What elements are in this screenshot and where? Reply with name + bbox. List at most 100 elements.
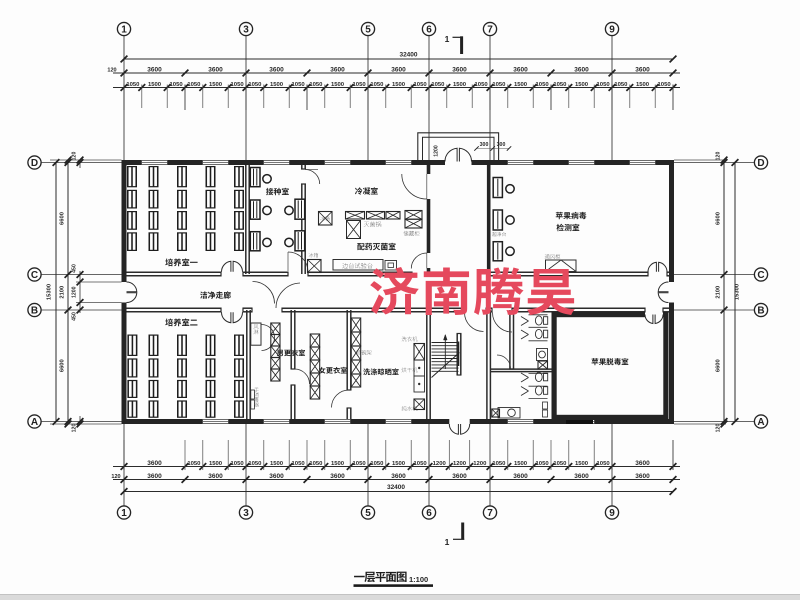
svg-text:1050: 1050 — [553, 461, 567, 467]
svg-text:1500: 1500 — [209, 82, 223, 88]
svg-text:6600: 6600 — [60, 359, 66, 372]
svg-text:15300: 15300 — [735, 284, 741, 300]
svg-text:1500: 1500 — [270, 82, 284, 88]
svg-text:1050: 1050 — [126, 82, 140, 88]
svg-text:1050: 1050 — [658, 82, 672, 88]
svg-text:C: C — [757, 270, 764, 281]
svg-text:1500: 1500 — [209, 461, 223, 467]
svg-text:15300: 15300 — [47, 284, 53, 300]
svg-text:1050: 1050 — [248, 461, 262, 467]
svg-text:3600: 3600 — [635, 473, 650, 480]
svg-text:120: 120 — [716, 424, 722, 433]
svg-text:1: 1 — [121, 25, 127, 36]
svg-text:1050: 1050 — [536, 461, 550, 467]
svg-text:1500: 1500 — [392, 82, 406, 88]
svg-text:1200: 1200 — [473, 461, 487, 467]
svg-text:3600: 3600 — [391, 66, 406, 73]
svg-text:1050: 1050 — [292, 82, 306, 88]
svg-text:1050: 1050 — [187, 461, 201, 467]
svg-text:1500: 1500 — [514, 461, 528, 467]
svg-text:1: 1 — [445, 537, 450, 547]
svg-text:1050: 1050 — [231, 461, 245, 467]
svg-text:300: 300 — [497, 142, 506, 148]
svg-text:C: C — [31, 270, 38, 281]
svg-text:1050: 1050 — [475, 82, 489, 88]
svg-text:1050: 1050 — [492, 82, 506, 88]
svg-text:6: 6 — [426, 25, 432, 36]
svg-text:1500: 1500 — [270, 461, 284, 467]
svg-text:1050: 1050 — [597, 461, 611, 467]
svg-text:7: 7 — [487, 25, 493, 36]
svg-text:1050: 1050 — [431, 82, 445, 88]
svg-text:120: 120 — [111, 474, 120, 480]
svg-text:3600: 3600 — [452, 66, 467, 73]
svg-text:1050: 1050 — [370, 82, 384, 88]
svg-text:1500: 1500 — [514, 82, 528, 88]
svg-text:120: 120 — [716, 152, 722, 161]
svg-text:3600: 3600 — [208, 66, 223, 73]
svg-text:3600: 3600 — [574, 66, 589, 73]
svg-text:6600: 6600 — [716, 212, 722, 225]
svg-text:3600: 3600 — [635, 460, 650, 467]
svg-text:300: 300 — [480, 142, 489, 148]
svg-text:1050: 1050 — [536, 82, 550, 88]
svg-text:6: 6 — [426, 508, 432, 519]
svg-text:3: 3 — [243, 25, 249, 36]
svg-text:D: D — [757, 158, 764, 169]
svg-text:A: A — [757, 417, 764, 428]
svg-text:1: 1 — [445, 34, 450, 44]
svg-text:3600: 3600 — [330, 473, 345, 480]
svg-text:1050: 1050 — [353, 461, 367, 467]
svg-text:B: B — [31, 306, 38, 317]
svg-text:1500: 1500 — [453, 82, 467, 88]
svg-text:1500: 1500 — [636, 82, 650, 88]
svg-text:3600: 3600 — [513, 473, 528, 480]
svg-text:1500: 1500 — [575, 82, 589, 88]
svg-text:3600: 3600 — [208, 473, 223, 480]
svg-text:D: D — [31, 158, 38, 169]
svg-text:3600: 3600 — [513, 66, 528, 73]
svg-text:1050: 1050 — [492, 461, 506, 467]
svg-text:1050: 1050 — [231, 82, 245, 88]
svg-text:32400: 32400 — [399, 52, 417, 59]
svg-text:1500: 1500 — [392, 461, 406, 467]
svg-text:1050: 1050 — [292, 461, 306, 467]
svg-text:1050: 1050 — [614, 82, 628, 88]
svg-text:1050: 1050 — [309, 82, 323, 88]
svg-text:5: 5 — [365, 508, 371, 519]
svg-text:3600: 3600 — [452, 473, 467, 480]
svg-text:2100: 2100 — [716, 286, 722, 299]
svg-text:1050: 1050 — [248, 82, 262, 88]
svg-text:5: 5 — [365, 25, 371, 36]
svg-text:1050: 1050 — [170, 82, 184, 88]
svg-text:1050: 1050 — [553, 82, 567, 88]
svg-text:7: 7 — [487, 508, 493, 519]
svg-text:1050: 1050 — [187, 82, 201, 88]
svg-text:1050: 1050 — [414, 461, 428, 467]
svg-text:1200: 1200 — [72, 286, 78, 298]
svg-text:1500: 1500 — [331, 82, 345, 88]
svg-text:3600: 3600 — [147, 460, 162, 467]
svg-text:3600: 3600 — [269, 473, 284, 480]
svg-text:1200: 1200 — [453, 461, 467, 467]
svg-text:120: 120 — [72, 152, 78, 161]
svg-text:3600: 3600 — [147, 473, 162, 480]
svg-text:450: 450 — [72, 264, 78, 273]
svg-text:1050: 1050 — [414, 82, 428, 88]
svg-text:1050: 1050 — [597, 82, 611, 88]
svg-text:1050: 1050 — [309, 461, 323, 467]
svg-text:6600: 6600 — [716, 359, 722, 372]
svg-text:1500: 1500 — [148, 82, 162, 88]
svg-text:1050: 1050 — [370, 461, 384, 467]
svg-text:1500: 1500 — [331, 461, 345, 467]
svg-text:6600: 6600 — [60, 212, 66, 225]
svg-text:3600: 3600 — [391, 473, 406, 480]
svg-text:9: 9 — [609, 25, 615, 36]
svg-text:3: 3 — [243, 508, 249, 519]
svg-text:9: 9 — [609, 508, 615, 519]
svg-text:3600: 3600 — [147, 66, 162, 73]
svg-text:1200: 1200 — [434, 145, 440, 157]
svg-text:1500: 1500 — [575, 461, 589, 467]
svg-text:1: 1 — [121, 508, 127, 519]
svg-text:1200: 1200 — [433, 461, 447, 467]
